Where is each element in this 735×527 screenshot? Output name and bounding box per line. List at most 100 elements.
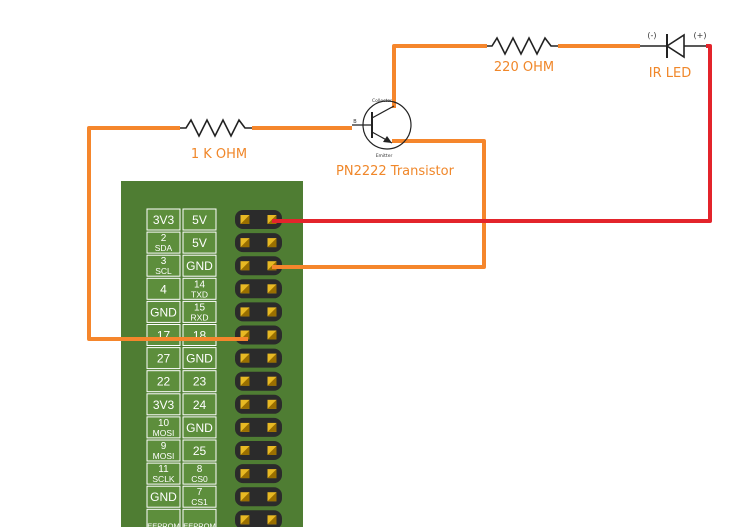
pin-connector: [235, 417, 282, 437]
resistor-220-label: 220 OHM: [494, 60, 554, 75]
gpio-row: 27 GND: [146, 347, 282, 370]
right-pin-name: GND: [186, 352, 213, 366]
right-pin-name: 23: [193, 375, 207, 389]
pin-shade: [267, 446, 277, 455]
left-pin-label-cell: [146, 208, 181, 231]
right-pin-label-cell: [182, 462, 217, 485]
resistor-220: 220 OHM: [487, 36, 558, 75]
header-pin: [240, 515, 250, 525]
right-pin-name: 24: [193, 398, 207, 412]
left-pin-function: SDA: [155, 243, 173, 253]
header-pin: [240, 469, 250, 479]
resistor-1k: 1 K OHM: [180, 118, 252, 162]
pin-shade: [240, 469, 250, 479]
header-pin: [267, 307, 277, 317]
left-pin-name: GND: [150, 305, 177, 319]
left-pin-function: SCLK: [152, 474, 175, 484]
header-pin: [267, 446, 277, 455]
left-pin-number: 3: [161, 256, 167, 267]
transistor-emitter-tag: Emitter: [376, 153, 393, 159]
pin-shade: [267, 353, 277, 363]
pin-shade: [267, 284, 277, 294]
led-label: IR LED: [649, 66, 691, 81]
pin-shade: [240, 284, 250, 294]
wire-emitter-to-gnd: [272, 139, 486, 269]
left-pin-number: 9: [161, 441, 167, 452]
pin-connector: [235, 302, 282, 322]
left-pin-name: 22: [157, 375, 171, 389]
left-pin-label-cell: [146, 393, 181, 416]
header-pin: [240, 422, 250, 432]
transistor-label: PN2222 Transistor: [336, 164, 455, 179]
led-plus-tag: (+): [694, 31, 707, 40]
right-pin-label-cell: [182, 347, 217, 370]
left-pin-function: SCL: [155, 266, 172, 276]
left-pin-name: GND: [150, 490, 177, 504]
left-pin-label-cell: [146, 439, 181, 462]
right-pin-label-cell: [182, 254, 217, 277]
header-pin: [267, 238, 277, 248]
right-pin-name: 5V: [192, 213, 207, 227]
left-pin-name: 3V3: [153, 398, 175, 412]
transistor-base-tag: B: [353, 119, 357, 125]
resistor-1k-label: 1 K OHM: [191, 147, 247, 162]
left-pin-number: 11: [158, 464, 169, 475]
header-pin: [267, 376, 277, 386]
header-pin: [267, 492, 277, 502]
pin-shade: [240, 376, 250, 386]
resistor-220-zigzag: [487, 36, 558, 56]
header-pin: [240, 284, 250, 294]
right-pin-name: GND: [186, 259, 213, 273]
right-pin-name: 25: [193, 444, 207, 458]
right-pin-number: 7: [197, 487, 203, 498]
left-pin-label-cell: [146, 485, 181, 508]
right-pin-label-cell: [182, 485, 217, 508]
pin-shade: [240, 399, 250, 409]
left-pin-label-cell: [146, 462, 181, 485]
left-pin-label-cell: [146, 370, 181, 393]
right-pin-label-cell: [182, 231, 217, 254]
transistor-collector-lead: [371, 105, 395, 119]
right-pin-function: CS1: [191, 497, 208, 507]
left-pin-label-cell: [146, 231, 181, 254]
left-pin-label-cell: [146, 416, 181, 439]
left-pin-label-cell: [146, 347, 181, 370]
header-pin: [240, 492, 250, 502]
wire-collector-to-resistor: [392, 44, 487, 108]
right-pin-function: EEPROM: [183, 521, 216, 527]
pin-shade: [267, 492, 277, 502]
transistor-emitter-arrow: [383, 136, 392, 143]
right-pin-function: TXD: [191, 289, 208, 299]
wire-led-to-5v: [272, 44, 712, 223]
header-pin: [240, 261, 250, 271]
left-pin-number: 10: [158, 418, 170, 429]
left-pin-name: 27: [157, 352, 171, 366]
gpio-row: 3V3 24: [146, 393, 282, 416]
header-pin: [240, 399, 250, 409]
transistor-pn2222: Collector Emitter B PN2222 Transistor: [336, 98, 455, 179]
pin-shade: [267, 399, 277, 409]
pin-shade: [240, 446, 250, 455]
pin-connector: [235, 233, 282, 253]
ir-led: (-) (+) IR LED: [640, 31, 706, 81]
header-pin: [267, 330, 277, 340]
left-pin-label-cell: [146, 277, 181, 300]
right-pin-label-cell: [182, 300, 217, 323]
led-minus-tag: (-): [647, 31, 656, 40]
right-pin-label-cell: [182, 208, 217, 231]
pin-connector: [235, 487, 282, 507]
header-pin: [240, 238, 250, 248]
left-pin-number: 2: [161, 233, 167, 244]
right-pin-label-cell: [182, 370, 217, 393]
header-pin: [240, 307, 250, 317]
left-pin-function: EEPROM: [147, 521, 180, 527]
